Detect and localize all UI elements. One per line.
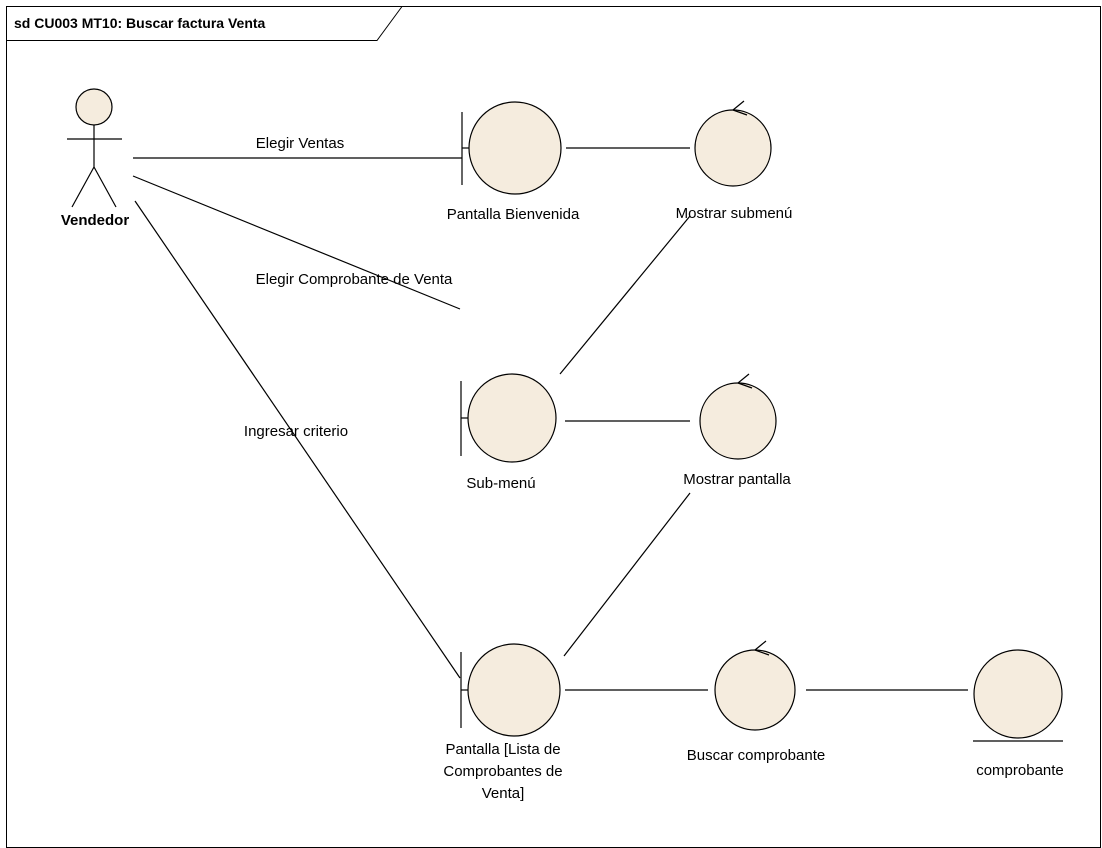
control-icon (694, 100, 772, 187)
line-actor-to-sub-menu (132, 175, 461, 310)
boundary-icon (460, 643, 561, 737)
frame-title: sd CU003 MT10: Buscar factura Venta (14, 15, 266, 31)
actor-label: Vendedor (60, 212, 130, 229)
control-label-mostrar-pantalla: Mostrar pantalla (683, 471, 791, 488)
control-icon (714, 640, 796, 731)
line-actor-to-pantalla-lista (134, 200, 461, 679)
control-icon (699, 373, 777, 460)
entity-icon (973, 649, 1063, 742)
line-pantalla-lista-to-mostrar-pantalla (563, 492, 691, 657)
message-label-elegir-ventas: Elegir Ventas (255, 135, 345, 152)
message-label-elegir-comprobante: Elegir Comprobante de Venta (255, 271, 453, 288)
entity-label-comprobante: comprobante (976, 762, 1064, 779)
frame-title-tab (6, 6, 403, 41)
message-label-ingresar-criterio: Ingresar criterio (243, 423, 349, 440)
control-label-mostrar-submenu: Mostrar submenú (675, 205, 793, 222)
boundary-icon (460, 373, 557, 463)
association-lines (132, 147, 968, 691)
stick-figure-actor-icon (67, 88, 122, 208)
line-sub-menu-to-mostrar-submenu (559, 215, 691, 375)
boundary-label-sub-menu: Sub-menú (466, 475, 536, 492)
boundary-icon (461, 101, 562, 195)
boundary-label-pantalla-bienvenida: Pantalla Bienvenida (446, 206, 580, 223)
control-label-buscar-comprobante: Buscar comprobante (686, 747, 826, 764)
boundary-label-pantalla-lista: Pantalla [Lista de Comprobantes de Venta… (443, 741, 563, 802)
